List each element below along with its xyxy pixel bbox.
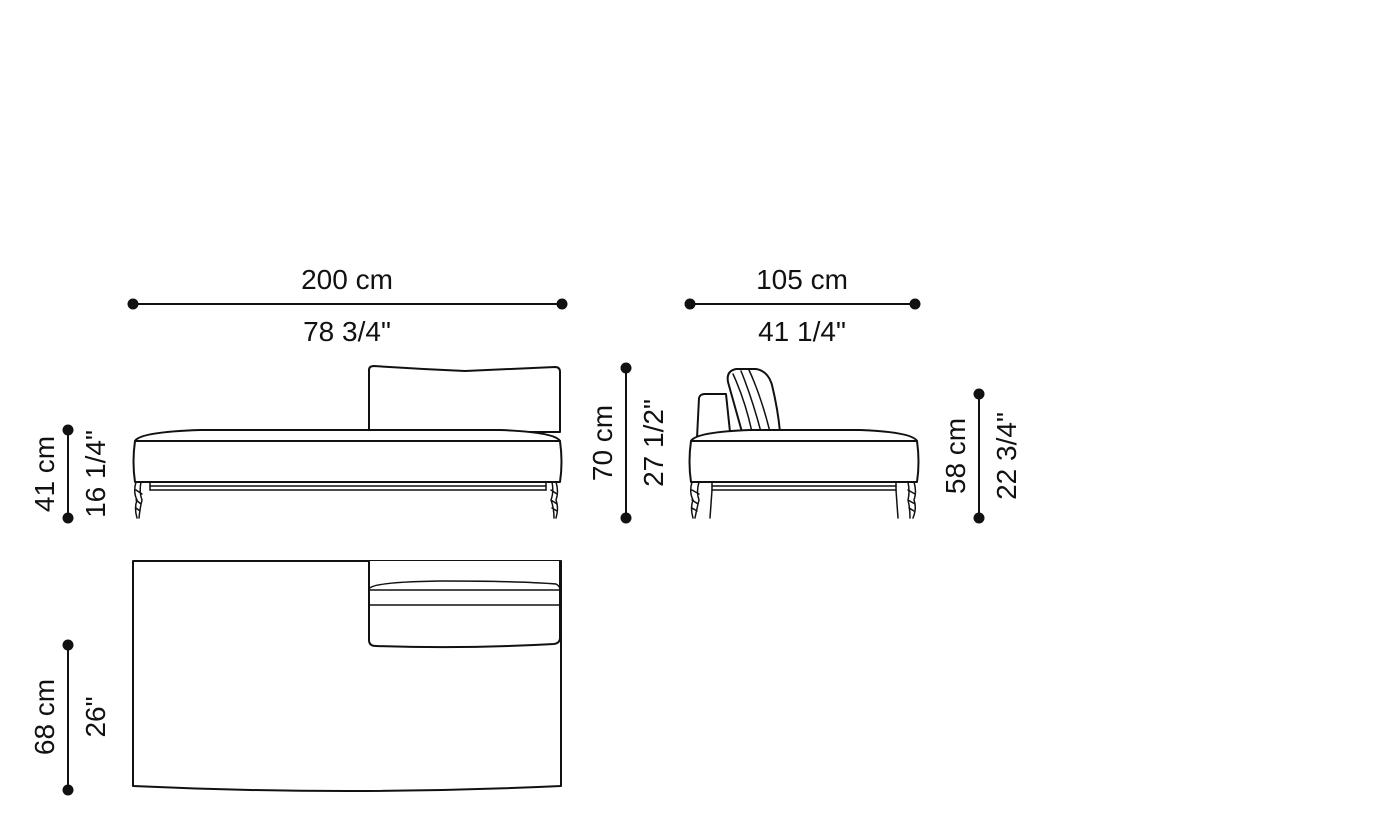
front-base	[132, 440, 563, 483]
front-back-cushion	[368, 365, 561, 433]
side-base	[688, 440, 920, 483]
plan-depth-metric-label: 68 cm	[29, 679, 60, 755]
side-seat-cushion	[690, 429, 918, 442]
front-view-sofa	[132, 365, 563, 519]
plan-depth-imperial-label: 26"	[80, 696, 111, 737]
seat-height-imperial-label: 16 1/4"	[80, 430, 111, 518]
side-back-panel	[696, 393, 731, 439]
side-depth-dimension: 105 cm 41 1/4"	[684, 264, 921, 347]
side-depth-imperial-label: 41 1/4"	[758, 316, 846, 347]
side-height-imperial-label: 22 3/4"	[991, 412, 1022, 500]
seat-height-dimension: 41 cm 16 1/4"	[29, 424, 111, 524]
side-left-leg	[689, 481, 700, 519]
side-back-cushion	[726, 368, 781, 433]
plan-back-cushion	[368, 560, 561, 649]
front-left-leg	[133, 481, 143, 519]
front-seat-cushion	[134, 429, 561, 442]
side-depth-metric-label: 105 cm	[756, 264, 848, 295]
front-width-dimension: 200 cm 78 3/4"	[127, 264, 568, 347]
side-height-dimension: 58 cm 22 3/4"	[940, 388, 1022, 524]
plan-view-sofa	[132, 560, 562, 792]
side-height-metric-label: 58 cm	[940, 418, 971, 494]
seat-height-metric-label: 41 cm	[29, 436, 60, 512]
plan-depth-dimension: 68 cm 26"	[29, 639, 111, 796]
back-height-metric-label: 70 cm	[587, 405, 618, 481]
front-width-imperial-label: 78 3/4"	[303, 316, 391, 347]
side-view-sofa	[688, 368, 920, 519]
front-right-leg	[550, 481, 559, 519]
back-height-dimension: 70 cm 27 1/2"	[587, 362, 669, 524]
back-height-imperial-label: 27 1/2"	[638, 399, 669, 487]
side-right-leg	[907, 481, 917, 519]
front-width-metric-label: 200 cm	[301, 264, 393, 295]
